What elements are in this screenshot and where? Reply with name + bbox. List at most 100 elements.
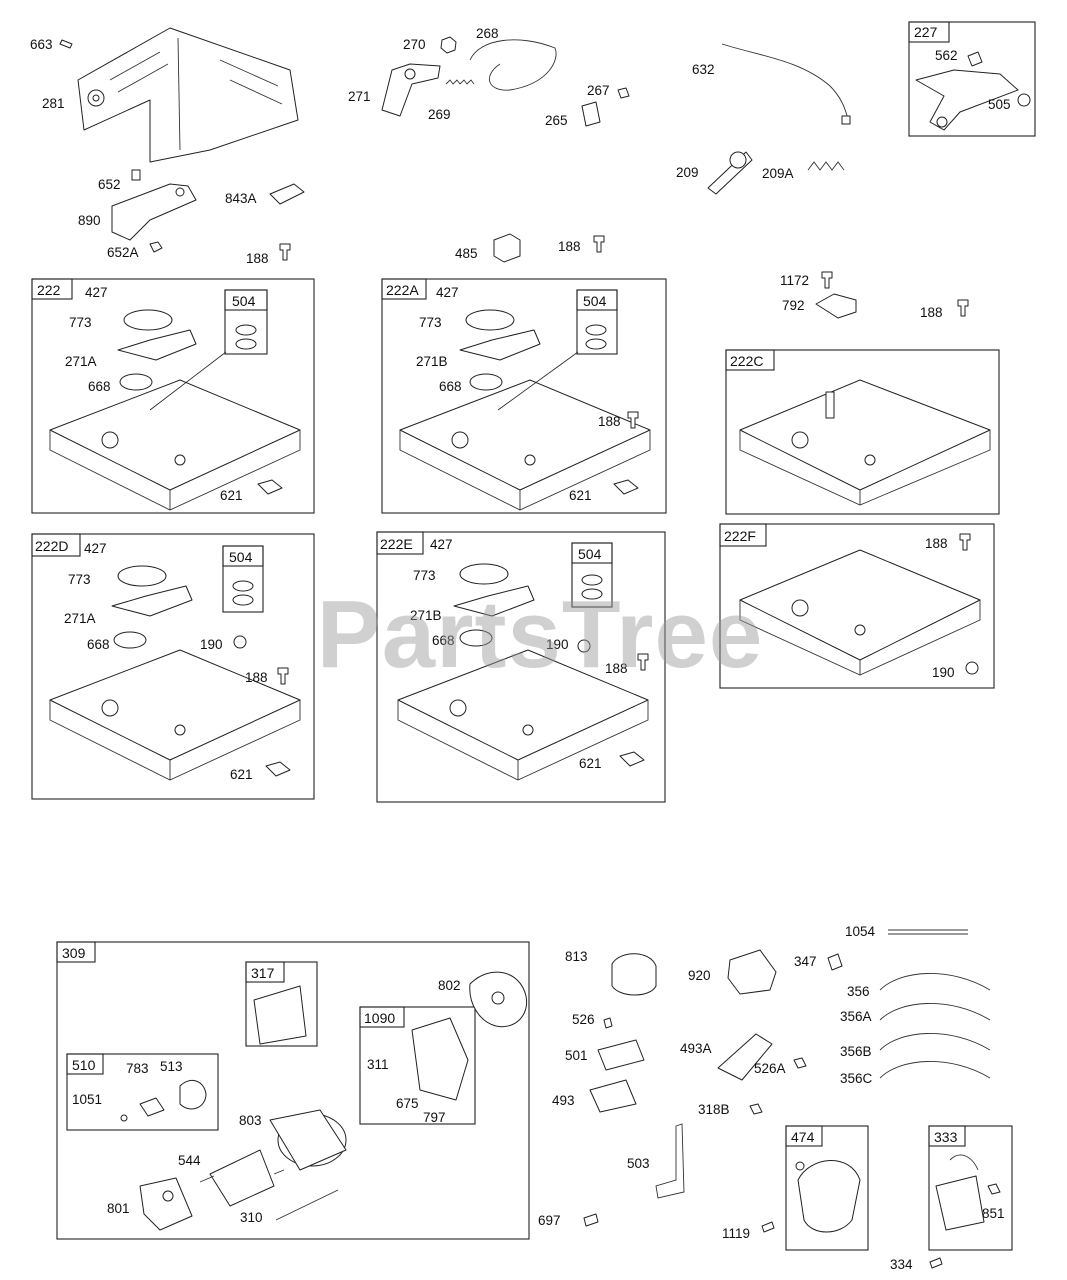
part-label: 188 [246, 251, 269, 266]
box-504-a: 504 [224, 289, 268, 355]
svg-text:227: 227 [914, 24, 938, 40]
svg-text:1090: 1090 [364, 1010, 395, 1026]
part-label: 621 [579, 756, 602, 771]
part-label: 513 [160, 1059, 183, 1074]
part-label: 310 [240, 1210, 263, 1225]
svg-text:222E: 222E [380, 536, 413, 552]
svg-text:504: 504 [578, 546, 602, 562]
part-label: 271B [410, 608, 442, 623]
part-label: 501 [565, 1048, 588, 1063]
box-222A: 222A [381, 278, 667, 514]
part-label: 632 [692, 62, 715, 77]
part-label: 188 [920, 305, 943, 320]
box-222D: 222D [31, 533, 315, 800]
box-222F: 222F [719, 523, 995, 689]
part-label: 493 [552, 1093, 575, 1108]
svg-text:309: 309 [62, 945, 86, 961]
svg-text:317: 317 [251, 965, 275, 981]
part-label: 281 [42, 96, 65, 111]
part-label: 427 [84, 541, 107, 556]
svg-text:222F: 222F [724, 528, 756, 544]
part-label: 621 [230, 767, 253, 782]
part-label: 621 [569, 488, 592, 503]
part-label: 188 [925, 536, 948, 551]
part-label: 265 [545, 113, 568, 128]
box-227: 227 [908, 21, 1036, 137]
part-label: 334 [890, 1257, 913, 1272]
part-label: 485 [455, 246, 478, 261]
box-309: 309 [56, 941, 530, 1240]
part-label: 920 [688, 968, 711, 983]
part-label: 1119 [722, 1226, 750, 1241]
svg-text:510: 510 [72, 1057, 96, 1073]
part-label: 668 [88, 379, 111, 394]
part-label: 209 [676, 165, 699, 180]
part-label: 621 [220, 488, 243, 503]
part-label: 311 [367, 1057, 389, 1072]
svg-text:222A: 222A [386, 282, 419, 298]
part-label: 347 [794, 954, 817, 969]
box-504-c: 504 [222, 545, 264, 613]
part-label: 356C [840, 1071, 873, 1086]
part-label: 269 [428, 107, 451, 122]
part-label: 271 [348, 89, 371, 104]
box-474: 474 [785, 1125, 869, 1251]
part-label: 271B [416, 354, 448, 369]
part-label: 209A [762, 166, 794, 181]
box-504-d: 504 [571, 542, 613, 608]
part-label: 1051 [72, 1092, 102, 1107]
part-label: 318B [698, 1102, 730, 1117]
svg-text:222D: 222D [35, 538, 68, 554]
part-label: 503 [627, 1156, 650, 1171]
part-label: 890 [78, 213, 101, 228]
part-label: 356 [847, 984, 870, 999]
box-317: 317 [245, 961, 318, 1047]
part-label: 663 [30, 37, 53, 52]
part-label: 668 [87, 637, 110, 652]
part-label: 1054 [845, 924, 876, 939]
part-label: 188 [558, 239, 581, 254]
svg-text:333: 333 [934, 1129, 958, 1145]
part-label: 801 [107, 1201, 130, 1216]
part-label: 851 [982, 1206, 1005, 1221]
part-label: 427 [436, 285, 459, 300]
part-label: 797 [423, 1110, 446, 1125]
box-504-b: 504 [576, 289, 618, 355]
part-label: 773 [69, 315, 92, 330]
svg-text:222: 222 [37, 282, 61, 298]
box-333: 333 [928, 1125, 1013, 1251]
part-label: 668 [432, 633, 455, 648]
part-label: 267 [587, 83, 610, 98]
part-label: 356B [840, 1044, 872, 1059]
part-label: 783 [126, 1061, 149, 1076]
part-label: 544 [178, 1153, 201, 1168]
part-label: 803 [239, 1113, 262, 1128]
part-label: 270 [403, 37, 426, 52]
part-label: 356A [840, 1009, 872, 1024]
part-label: 427 [430, 537, 453, 552]
svg-text:474: 474 [791, 1129, 815, 1145]
box-510: 510 [66, 1053, 219, 1131]
part-label: 271A [64, 611, 96, 626]
part-label: 526 [572, 1012, 595, 1027]
part-label: 697 [538, 1213, 561, 1228]
part-label: 493A [680, 1041, 712, 1056]
part-label: 802 [438, 978, 461, 993]
part-label: 773 [419, 315, 442, 330]
part-label: 792 [782, 298, 805, 313]
box-1090: 1090 [359, 1006, 476, 1125]
part-label: 190 [932, 665, 955, 680]
part-label: 268 [476, 26, 499, 41]
part-label: 190 [200, 637, 223, 652]
box-222C: 222C [725, 349, 1000, 515]
svg-text:222C: 222C [730, 353, 763, 369]
part-label: 562 [935, 48, 958, 63]
part-label: 271A [65, 354, 97, 369]
part-label: 188 [605, 661, 628, 676]
part-label: 843A [225, 191, 257, 206]
part-labels: 663 281 270 268 271 269 267 265 632 562 … [30, 26, 1011, 1272]
part-label: 652A [107, 245, 139, 260]
part-label: 505 [988, 97, 1011, 112]
part-label: 675 [396, 1096, 419, 1111]
